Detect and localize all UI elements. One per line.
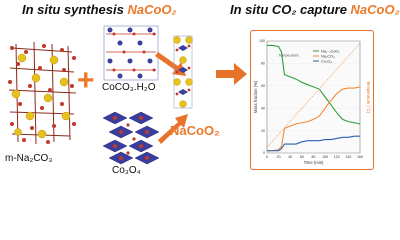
chart-ticks: 0 20 40 60 80 100 120 140 160 0 20 40 60 80 100 (259, 39, 363, 159)
chart-temperature-annotation: Temperature (279, 54, 299, 58)
y-tick-label: 0 (263, 151, 265, 155)
y-tick-label: 60 (261, 84, 265, 88)
chart-y-axis-label: Mass fraction (%) (253, 80, 258, 113)
title-synthesis: In situ synthesis NaCoO₂ (22, 2, 177, 17)
y-tick-label: 40 (261, 106, 265, 110)
nacoo2-crystal-structure (173, 35, 193, 109)
x-tick-label: 140 (345, 155, 351, 159)
chart-panel: 0 20 40 60 80 100 120 140 160 0 20 40 60 80 100 Na₂₋ₓC… (250, 30, 374, 170)
plus-symbol: + (77, 64, 95, 97)
chart-series (266, 43, 361, 152)
chart-y2-axis-label: Temperature (°C) (366, 81, 371, 114)
title-capture-compound: NaCoO₂ (350, 2, 400, 17)
title-capture-prefix: In situ CO₂ capture (230, 2, 351, 17)
tga-chart: 0 20 40 60 80 100 120 140 160 0 20 40 60 80 100 Na₂₋ₓC… (253, 39, 371, 165)
title-co2-capture: In situ CO₂ capture NaCoO₂ (230, 2, 400, 17)
x-tick-label: 120 (334, 155, 340, 159)
x-tick-label: 60 (300, 155, 304, 159)
x-tick-label: 20 (277, 155, 281, 159)
series-line-temperature (266, 43, 361, 148)
title-synthesis-compound: NaCoO₂ (127, 2, 177, 17)
chart-x-axis-label: Time (min) (304, 160, 324, 165)
plot-area (266, 40, 361, 154)
label-product: NaCoO₂ (170, 123, 220, 138)
label-na2co3: m-Na₂CO₃ (5, 153, 53, 164)
legend-entry: Co₃O₄ (321, 59, 332, 63)
chart-gridlines (266, 40, 361, 154)
y-tick-label: 80 (261, 62, 265, 66)
x-tick-label: 100 (322, 155, 328, 159)
label-co3o4: Co₃O₄ (112, 165, 141, 176)
co3o4-crystal-structure (102, 111, 160, 165)
label-coco3: CoCO₃.H₂O (102, 82, 156, 93)
na2co3-crystal-structure (8, 41, 77, 145)
x-tick-label: 80 (312, 155, 316, 159)
arrow-from-co3o4 (158, 114, 188, 144)
series-line-coo (267, 135, 360, 152)
coco3-crystal-structure (103, 25, 159, 81)
y-tick-label: 100 (259, 39, 265, 43)
series-line-nacoo (267, 44, 361, 125)
x-tick-label: 0 (266, 155, 268, 159)
legend-entry: Na₂CO₃ (321, 54, 335, 58)
title-synthesis-prefix: In situ synthesis (22, 2, 128, 17)
legend-entry: Na₂₋ₓCoO₂ (321, 49, 340, 53)
x-tick-label: 40 (288, 155, 292, 159)
x-tick-label: 160 (357, 155, 363, 159)
y-tick-label: 20 (261, 129, 265, 133)
arrow-to-chart (216, 63, 247, 85)
series-line-naco (267, 86, 361, 152)
